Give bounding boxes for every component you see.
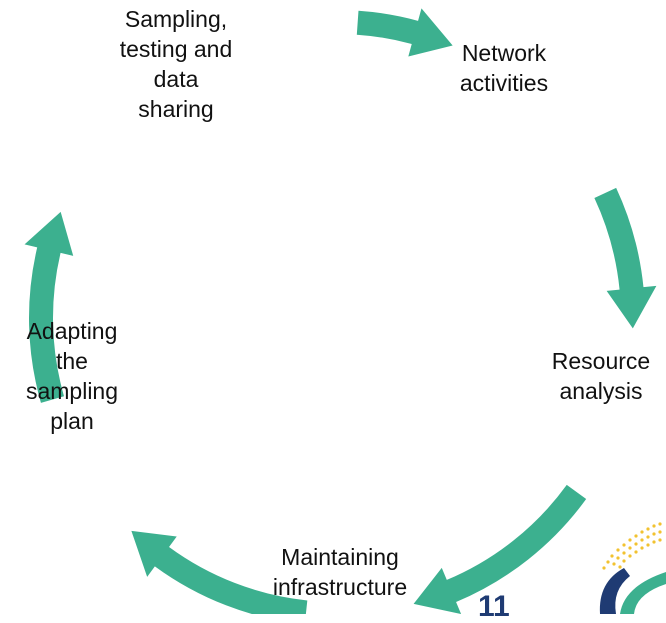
organization-logo-icon (599, 522, 666, 614)
arrow-adapting-to-sampling (24, 211, 74, 403)
node-resource-analysis: Resource analysis (551, 348, 651, 404)
node-network-activities: Network activities (459, 40, 549, 96)
node-maintaining-infrastructure: Maintaining infrastructure (272, 544, 408, 600)
node-sampling-testing-data-sharing: Sampling, testing and data sharing (119, 6, 233, 122)
arrow-maintaining-to-adapting (131, 530, 308, 614)
slide-number: 11 (478, 590, 510, 623)
arrow-resource-to-maintaining (413, 484, 587, 614)
node-adapting-sampling-plan: Adapting the sampling plan (25, 318, 119, 434)
arrow-network-to-resource (594, 187, 657, 329)
arrow-sampling-to-network (356, 8, 453, 57)
